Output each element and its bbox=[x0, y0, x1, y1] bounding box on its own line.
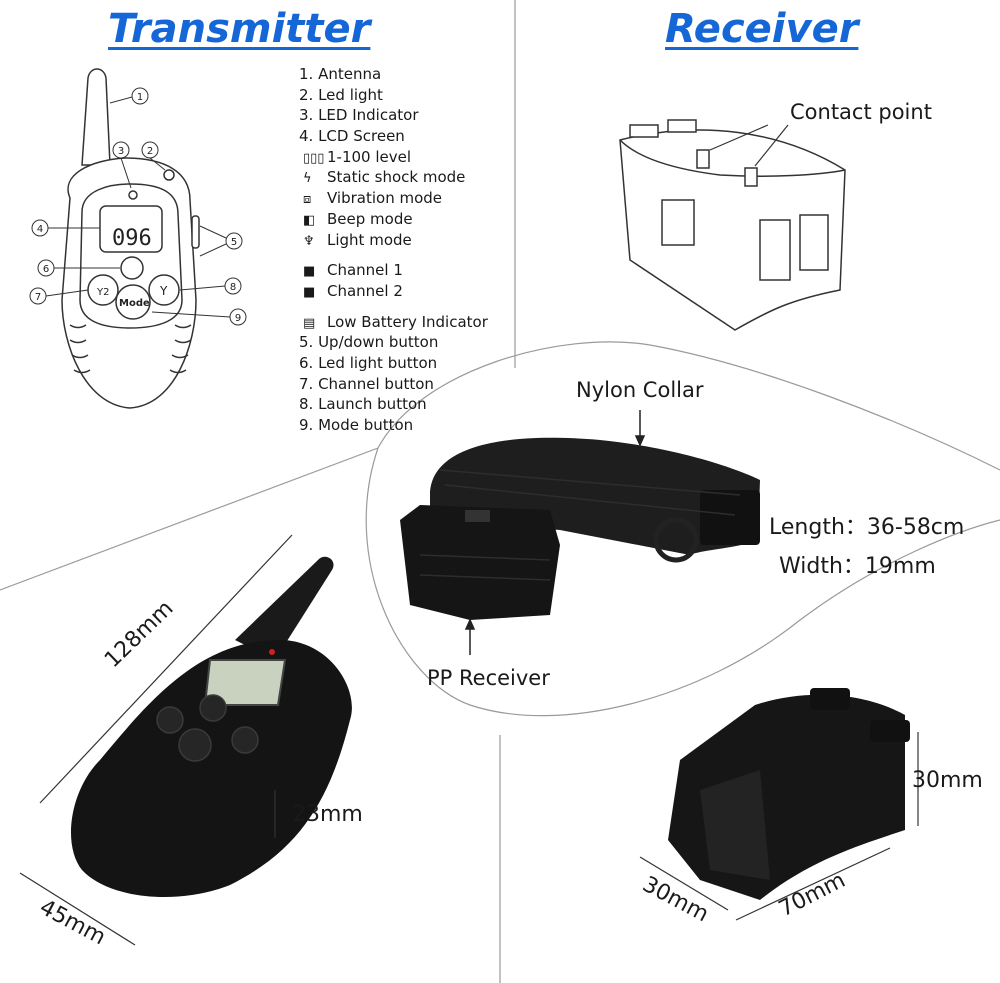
contact-point-label: Contact point bbox=[790, 100, 932, 124]
photo-antenna bbox=[235, 556, 334, 660]
legend-button: 5. Up/down button bbox=[299, 333, 439, 352]
launch-button-label: Y bbox=[159, 284, 168, 298]
callout-2: 2 bbox=[147, 146, 153, 157]
receiver-photo bbox=[668, 688, 910, 900]
photo-led-dot bbox=[269, 649, 275, 655]
receiver-dimension-lines bbox=[639, 732, 919, 921]
receiver-line-drawing bbox=[619, 119, 846, 331]
transmitter-depth-label: 23mm bbox=[292, 802, 363, 827]
collar-d-ring bbox=[653, 517, 699, 563]
mode-button-label: Mode bbox=[119, 298, 150, 309]
receiver-heading: Receiver bbox=[665, 6, 859, 52]
callout-circles bbox=[29, 87, 247, 326]
receiver-side-panel-1 bbox=[661, 199, 695, 246]
transmitter-photo bbox=[70, 556, 352, 897]
callout-3: 3 bbox=[118, 146, 124, 157]
pp-receiver-label: PP Receiver bbox=[427, 666, 550, 690]
callout-4: 4 bbox=[37, 224, 43, 235]
antenna-outline bbox=[81, 68, 111, 166]
transmitter-heading: Transmitter bbox=[108, 6, 371, 52]
divider-collar-curve-upper bbox=[377, 341, 1000, 471]
callout-8: 8 bbox=[230, 282, 236, 293]
pp-receiver-clip bbox=[465, 510, 490, 522]
mode-button-outline bbox=[115, 284, 151, 320]
launch-button-outline bbox=[148, 274, 180, 306]
contact-post-right bbox=[744, 167, 758, 187]
legend-button: 9. Mode button bbox=[299, 416, 414, 434]
lcd-screen-outline bbox=[99, 205, 163, 253]
callout-1: 1 bbox=[137, 92, 143, 103]
callout-6: 6 bbox=[43, 264, 49, 275]
collar-illustration bbox=[400, 437, 760, 620]
receiver-tab-left bbox=[629, 124, 659, 138]
channel-button-label: Y2 bbox=[96, 287, 109, 298]
photo-lcd-screen bbox=[203, 659, 287, 706]
photo-receiver-prong-2 bbox=[870, 720, 910, 742]
speaker-icon: ◧ bbox=[303, 212, 316, 228]
channel-2-icon: ■ bbox=[303, 284, 316, 300]
level-bars-icon: ▯▯▯ bbox=[303, 150, 325, 166]
collar-length: Length：36-58cm bbox=[769, 515, 965, 540]
legend-part: 2. Led light bbox=[299, 85, 383, 104]
legend-part: 3. LED Indicator bbox=[299, 106, 419, 125]
transmitter-dimension-lines bbox=[19, 534, 293, 946]
channel-1-icon: ■ bbox=[303, 264, 316, 280]
receiver-height-label: 30mm bbox=[912, 768, 983, 793]
grip-ridges bbox=[69, 324, 192, 374]
light-button-outline bbox=[120, 256, 144, 280]
photo-receiver-prong-1 bbox=[810, 688, 850, 710]
legend-mode: ♆Light mode bbox=[299, 230, 488, 251]
legend-part: 1. Antenna bbox=[299, 65, 382, 83]
lightning-icon: ϟ bbox=[303, 171, 312, 187]
led-light-dot bbox=[163, 169, 175, 181]
callout-numbers: 1 2 3 4 5 6 7 8 9 bbox=[35, 92, 241, 324]
nylon-collar-label: Nylon Collar bbox=[576, 378, 704, 402]
legend-mode: ▯▯▯1-100 level bbox=[299, 147, 488, 168]
legend-mode: ⧈Vibration mode bbox=[299, 188, 488, 209]
led-indicator-dot bbox=[128, 190, 138, 200]
legend-battery: ▤Low Battery Indicator bbox=[299, 312, 488, 333]
bulb-icon: ♆ bbox=[303, 233, 315, 249]
photo-transmitter-body bbox=[70, 640, 352, 897]
lcd-value: 096 bbox=[112, 226, 152, 251]
photo-buttons bbox=[156, 694, 259, 762]
divider-collar-curve-lower bbox=[365, 447, 1000, 717]
photo-receiver-side bbox=[700, 770, 770, 880]
legend-mode: ◧Beep mode bbox=[299, 209, 488, 230]
legend-button: 6. Led light button bbox=[299, 353, 438, 372]
battery-icon: ▤ bbox=[303, 315, 316, 331]
parts-legend: 1. Antenna 2. Led light 3. LED Indicator… bbox=[299, 64, 488, 436]
callout-9: 9 bbox=[235, 313, 241, 324]
legend-button: 7. Channel button bbox=[299, 374, 434, 393]
callout-leaders bbox=[45, 96, 231, 318]
contact-leaders bbox=[709, 124, 789, 167]
legend-button: 8. Launch button bbox=[299, 395, 427, 414]
callout-7: 7 bbox=[35, 292, 41, 303]
side-button-outline bbox=[191, 215, 200, 249]
callout-5: 5 bbox=[231, 237, 237, 248]
legend-channel: ■Channel 1 bbox=[299, 260, 488, 281]
divider-left-diagonal bbox=[0, 447, 379, 591]
strap-weave bbox=[419, 469, 741, 581]
vibration-icon: ⧈ bbox=[303, 192, 312, 208]
receiver-top-edge bbox=[619, 139, 846, 177]
legend-channel: ■Channel 2 bbox=[299, 281, 488, 302]
transmitter-line-drawing bbox=[61, 68, 200, 409]
receiver-tab-right bbox=[667, 119, 697, 133]
pp-receiver-body bbox=[400, 505, 560, 620]
collar-leaders bbox=[464, 410, 646, 655]
legend-part: 4. LCD Screen bbox=[299, 127, 405, 146]
collar-buckle bbox=[700, 490, 760, 545]
collar-width: Width：19mm bbox=[779, 554, 936, 579]
contact-post-left bbox=[696, 149, 710, 169]
receiver-side-panel-3 bbox=[799, 214, 829, 271]
receiver-side-panel-2 bbox=[759, 219, 791, 281]
